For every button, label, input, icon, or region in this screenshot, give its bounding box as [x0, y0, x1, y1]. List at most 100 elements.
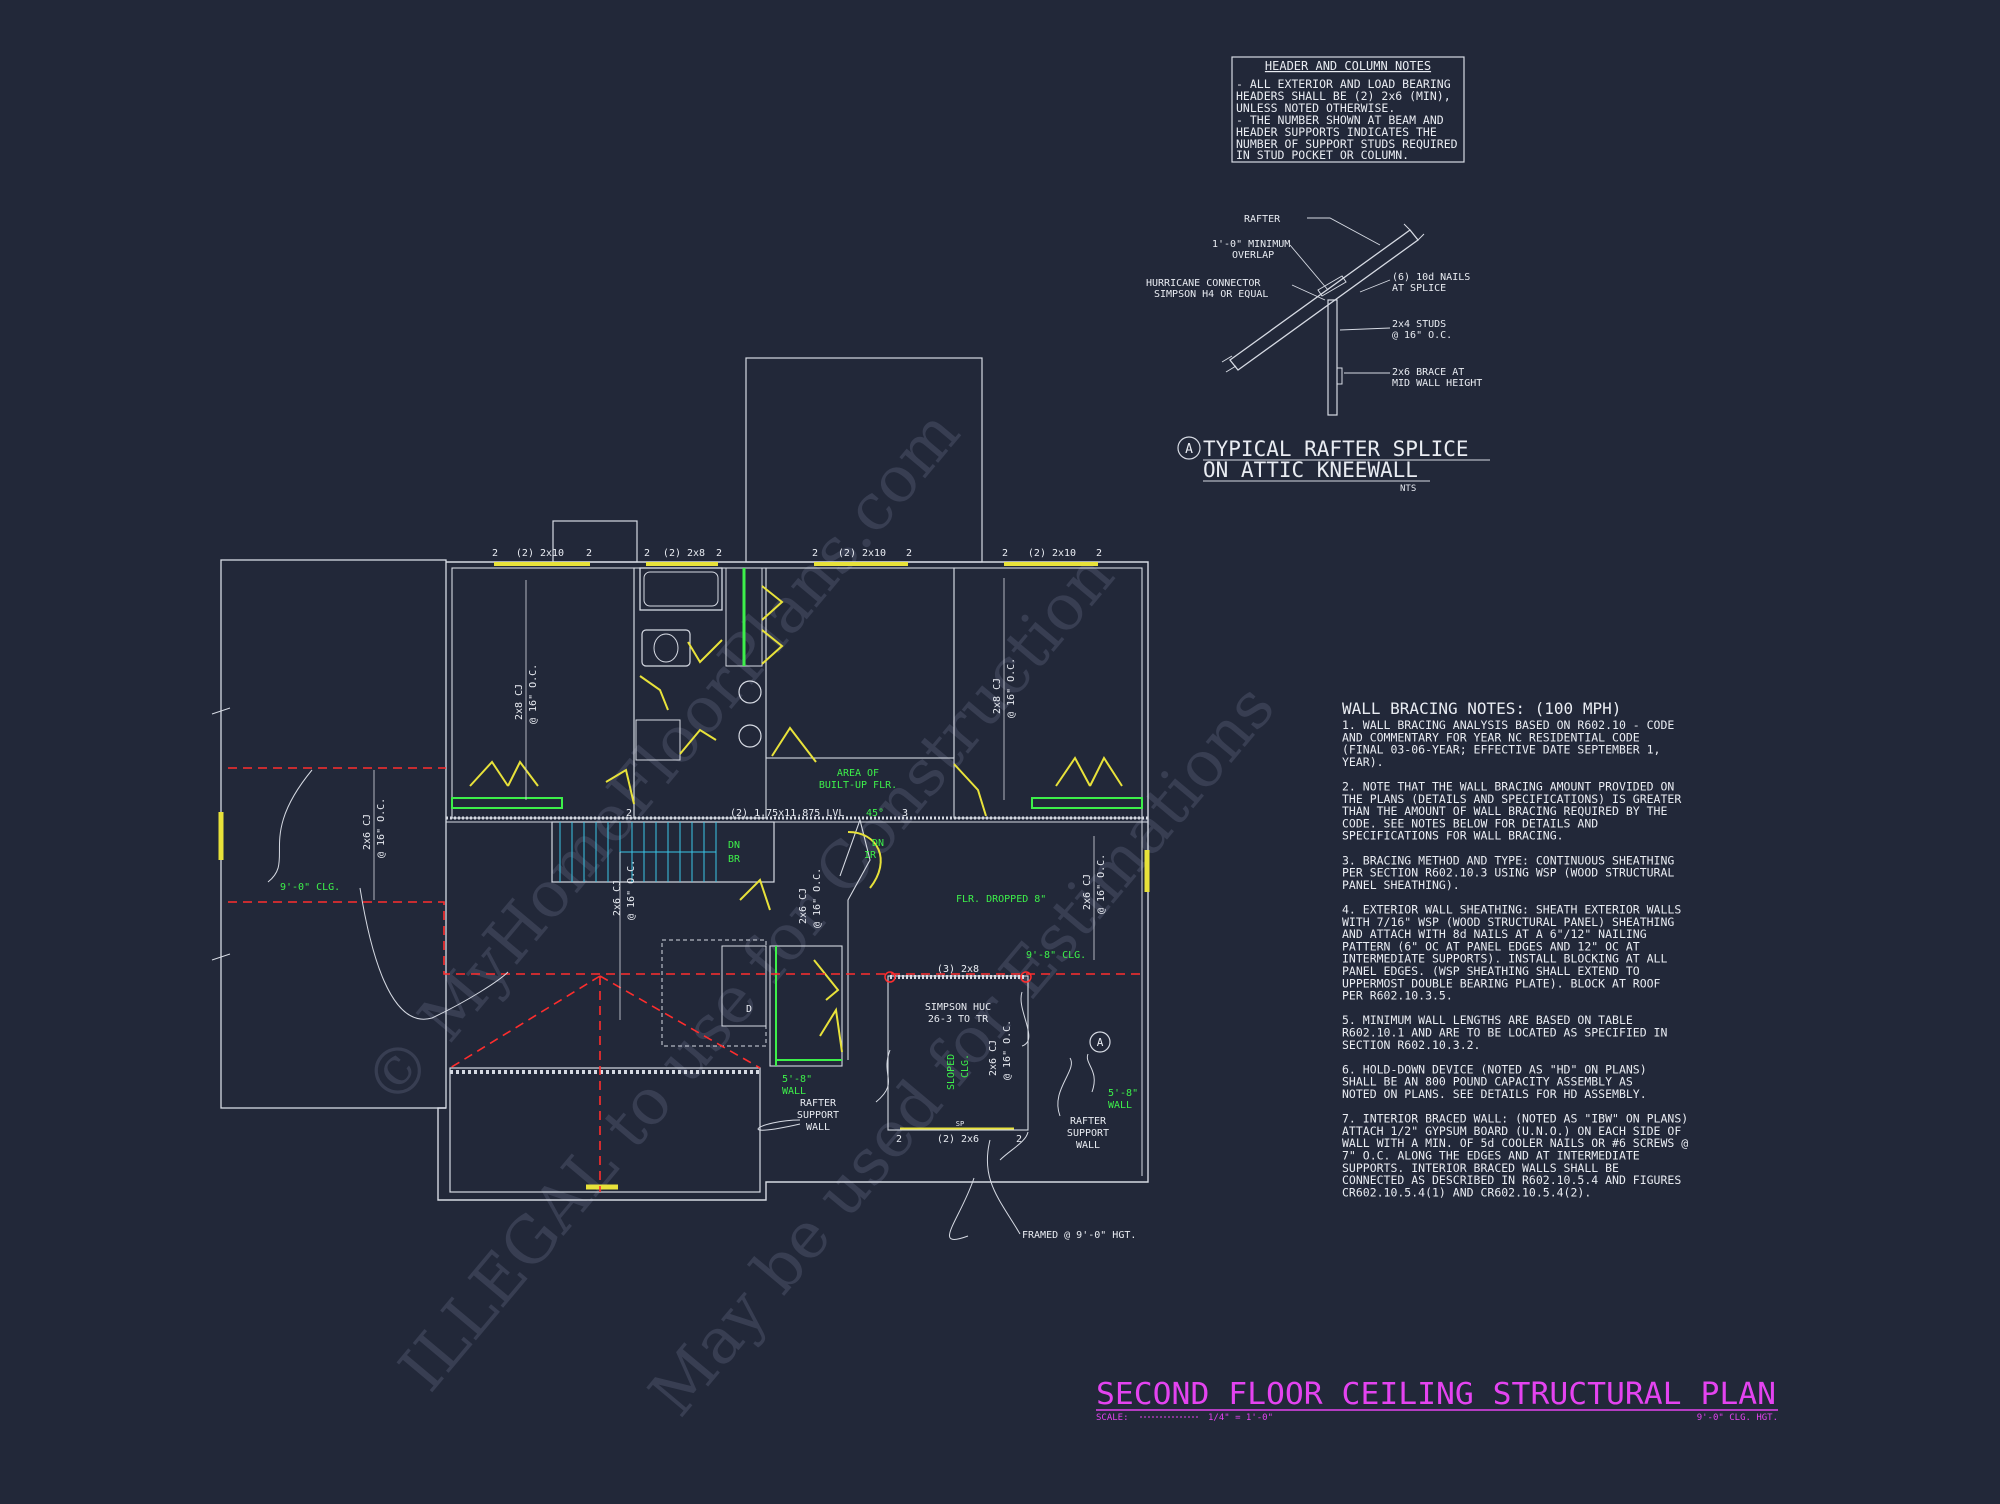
wall-bracing-line: 6. HOLD-DOWN DEVICE (NOTED AS "HD" ON PL…: [1342, 1062, 1647, 1076]
cj-label: 2x6 CJ: [798, 888, 809, 924]
cj-spacing: @ 16" O.C.: [1006, 658, 1017, 718]
header-notes-title: HEADER AND COLUMN NOTES: [1265, 59, 1431, 73]
wall-bracing-line: SHALL BE AN 800 POUND CAPACITY ASSEMBLY …: [1342, 1075, 1633, 1089]
detail-callout-tag: A: [1097, 1036, 1104, 1049]
header-label: (2) 2x10: [516, 548, 564, 559]
wall-word-label: WALL: [1108, 1100, 1132, 1111]
detail-tag: A: [1185, 442, 1193, 457]
detail-scale: NTS: [1400, 484, 1416, 494]
header-note-line: HEADERS SHALL BE (2) 2x6 (MIN),: [1236, 89, 1451, 103]
rafter-support-label: WALL: [1076, 1140, 1100, 1151]
wall-bracing-line: ATTACH 1/2" GYPSUM BOARD (U.N.O.) ON EAC…: [1342, 1124, 1681, 1138]
wall-bracing-line: NOTED ON PLANS. SEE DETAILS FOR HD ASSEM…: [1342, 1087, 1647, 1101]
detail-title-1: TYPICAL RAFTER SPLICE: [1203, 437, 1469, 461]
wall-bracing-line: 5. MINIMUM WALL LENGTHS ARE BASED ON TAB…: [1342, 1013, 1633, 1027]
stud-count: 2: [812, 548, 818, 559]
cj-label: 2x6 CJ: [612, 880, 623, 916]
wall-bracing-line: 4. EXTERIOR WALL SHEATHING: SHEATH EXTER…: [1342, 903, 1681, 917]
stud-count: 2: [626, 808, 632, 819]
rafter-support-label: SUPPORT: [1067, 1128, 1109, 1139]
cj-label: 2x6 CJ: [362, 814, 373, 850]
header-note-line: - ALL EXTERIOR AND LOAD BEARING: [1236, 77, 1451, 91]
cj-spacing: @ 16" O.C.: [1096, 854, 1107, 914]
header-label: (2) 2x10: [838, 548, 886, 559]
scale-value: 1/4" = 1'-0": [1208, 1413, 1273, 1423]
cj-label: 2x6 CJ: [988, 1040, 999, 1076]
wall-bracing-line: 7. INTERIOR BRACED WALL: (NOTED AS "IBW"…: [1342, 1112, 1688, 1126]
stud-count: 2: [1002, 548, 1008, 559]
stud-count: 2: [716, 548, 722, 559]
detail-title-2: ON ATTIC KNEEWALL: [1203, 458, 1418, 482]
d-label: D: [746, 1004, 752, 1015]
header-label: (2) 2x6: [937, 1134, 979, 1145]
cj-spacing: @ 16" O.C.: [376, 798, 387, 858]
wall-bracing-line: 1. WALL BRACING ANALYSIS BASED ON R602.1…: [1342, 718, 1674, 732]
stud-count: 2: [1096, 548, 1102, 559]
stud-count: 2: [492, 548, 498, 559]
wall-bracing-line: PATTERN (6" OC AT PANEL EDGES AND 12" OC…: [1342, 939, 1640, 953]
wall-bracing-line: SPECIFICATIONS FOR WALL BRACING.: [1342, 829, 1564, 843]
wall-bracing-line: CR602.10.5.4(1) AND CR602.10.5.4(2).: [1342, 1185, 1591, 1199]
stud-count: 2: [644, 548, 650, 559]
wall-bracing-line: PANEL EDGES. (WSP SHEATHING SHALL EXTEND…: [1342, 964, 1640, 978]
wall-bracing-line: YEAR).: [1342, 755, 1384, 769]
scale-label: SCALE:: [1096, 1413, 1129, 1423]
wall-bracing-line: THAN THE AMOUNT OF WALL BRACING REQUIRED…: [1342, 804, 1667, 818]
wall-height-label: 5'-8": [1108, 1088, 1138, 1099]
rafter-callout: OVERLAP: [1232, 250, 1274, 261]
wall-bracing-line: CONNECTED AS DESCRIBED IN R602.10.5.4 AN…: [1342, 1173, 1681, 1187]
header-column-notes: HEADER AND COLUMN NOTES - ALL EXTERIOR A…: [1231, 56, 1465, 163]
rafter-callout: 2x4 STUDS: [1392, 319, 1446, 330]
cj-label: 2x8 CJ: [514, 684, 525, 720]
wall-bracing-line: UPPERMOST DOUBLE BEARING PLATE). BLOCK A…: [1342, 976, 1661, 990]
wall-word-label: WALL: [782, 1086, 806, 1097]
cj-spacing: @ 16" O.C.: [626, 860, 637, 920]
header-label: (3) 2x8: [937, 964, 979, 975]
stud-count: 3: [902, 808, 908, 819]
sloped-ceiling-label: SLOPED: [946, 1054, 957, 1090]
framed-height-label: FRAMED @ 9'-0" HGT.: [1022, 1230, 1136, 1241]
wall-bracing-line: PER R602.10.3.5.: [1342, 989, 1453, 1003]
title-block: SECOND FLOOR CEILING STRUCTURAL PLAN SCA…: [1096, 1377, 1778, 1423]
rafter-callout: RAFTER: [1244, 214, 1281, 225]
wall-bracing-line: SECTION R602.10.3.2.: [1342, 1038, 1480, 1052]
wall-bracing-notes: WALL BRACING NOTES: (100 MPH) 1. WALL BR…: [1342, 699, 1688, 1199]
wall-bracing-line: 2. NOTE THAT THE WALL BRACING AMOUNT PRO…: [1342, 780, 1674, 794]
rafter-splice-detail: RAFTER 1'-0" MINIMUM OVERLAP HURRICANE C…: [1146, 214, 1490, 494]
area-builtup-label: AREA OF: [837, 768, 879, 779]
wall-bracing-line: THE PLANS (DETAILS AND SPECIFICATIONS) I…: [1342, 792, 1681, 806]
stud-count: 2: [1016, 1134, 1022, 1145]
rafter-callout: @ 16" O.C.: [1392, 330, 1452, 341]
simpson-label: 26-3 TO TR: [928, 1014, 989, 1025]
floor-plan: (2) 2x10 2 2 (2) 2x8 2 2 (2) 2x10 2 2 (2…: [211, 357, 1150, 1241]
simpson-label: SIMPSON HUC: [925, 1002, 991, 1013]
header-note-line: HEADER SUPPORTS INDICATES THE: [1236, 125, 1437, 139]
cj-label: 2x6 CJ: [1082, 874, 1093, 910]
wall-bracing-line: CODE. SEE NOTES BELOW FOR DETAILS AND: [1342, 816, 1598, 830]
ceiling-height-note: 9'-0" CLG. HGT.: [1697, 1413, 1778, 1423]
rafter-callout: 2x6 BRACE AT: [1392, 367, 1464, 378]
area-builtup-label: BUILT-UP FLR.: [819, 780, 897, 791]
stair-down-label: DN: [728, 840, 740, 851]
cj-spacing: @ 16" O.C.: [528, 664, 539, 724]
rafter-callout: MID WALL HEIGHT: [1392, 378, 1482, 389]
wall-bracing-line: 7" O.C. ALONG THE EDGES AND AT INTERMEDI…: [1342, 1149, 1640, 1163]
header-note-line: UNLESS NOTED OTHERWISE.: [1236, 101, 1395, 115]
wall-bracing-title: WALL BRACING NOTES: (100 MPH): [1342, 699, 1621, 718]
rafter-support-label: WALL: [806, 1122, 830, 1133]
stair-br-label: BR: [728, 854, 741, 865]
wall-bracing-line: INTERMEDIATE SUPPORTS). INSTALL BLOCKING…: [1342, 952, 1667, 966]
rafter-support-label: RAFTER: [800, 1098, 837, 1109]
rafter-support-label: RAFTER: [1070, 1116, 1107, 1127]
rafter-callout: SIMPSON H4 OR EQUAL: [1154, 289, 1268, 300]
header-note-line: NUMBER OF SUPPORT STUDS REQUIRED: [1236, 137, 1458, 151]
ceiling-height-label: 9'-8" CLG.: [1026, 950, 1086, 961]
wall-bracing-line: PANEL SHEATHING).: [1342, 878, 1460, 892]
wall-bracing-line: R602.10.1 AND ARE TO BE LOCATED AS SPECI…: [1342, 1026, 1667, 1040]
sloped-ceiling-label: CLG.: [960, 1054, 971, 1078]
header-note-line: - THE NUMBER SHOWN AT BEAM AND: [1236, 113, 1444, 127]
stud-count: 2: [586, 548, 592, 559]
lvl-label: (2) 1.75x11.875 LVL: [730, 808, 844, 819]
